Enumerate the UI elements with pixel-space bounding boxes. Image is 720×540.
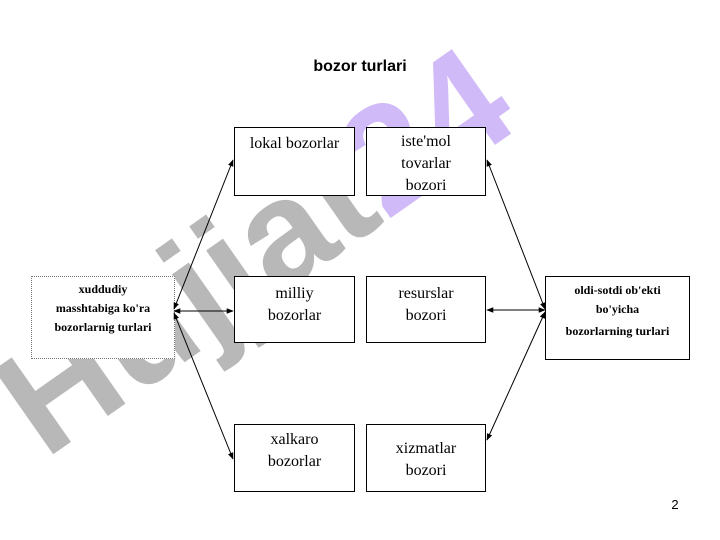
- category-line: oldi-sotdi ob'ekti: [574, 283, 661, 297]
- arrow-right-to-services: [486, 311, 546, 441]
- box-consumer-goods-market: iste'mol tovarlar bozori: [366, 127, 486, 196]
- page-number: 2: [671, 497, 679, 512]
- box-line: xalkaro: [270, 431, 319, 448]
- box-line: bozorlar: [267, 307, 322, 324]
- box-international-markets: xalkaro bozorlar: [234, 424, 355, 492]
- box-local-markets: lokal bozorlar: [234, 127, 355, 196]
- page-title: bozor turlari: [313, 58, 407, 75]
- box-national-markets: milliy bozorlar: [234, 276, 355, 343]
- box-services-market: xizmatlar bozori: [366, 424, 486, 492]
- category-line: bozorlarnig turlari: [54, 320, 152, 334]
- box-line: xizmatlar: [395, 440, 457, 457]
- category-line: xuddudiy: [78, 282, 128, 296]
- category-line: bozorlarning turlari: [565, 324, 670, 338]
- box-line: bozori: [405, 177, 447, 194]
- box-line: bozori: [405, 462, 447, 479]
- category-line: bo'yicha: [595, 302, 640, 316]
- category-line: masshtabiga ko'ra: [55, 301, 151, 315]
- box-line: bozori: [405, 307, 447, 324]
- arrow-left-to-international: [173, 312, 234, 460]
- box-line: resurslar: [398, 285, 454, 302]
- box-line: milliy: [275, 285, 314, 302]
- category-box-object: oldi-sotdi ob'ekti bo'yicha bozorlarning…: [545, 276, 690, 360]
- box-resource-market: resurslar bozori: [366, 276, 486, 343]
- arrow-right-to-consumer: [486, 159, 546, 310]
- box-line: lokal bozorlar: [249, 135, 340, 152]
- arrow-left-to-local: [173, 159, 234, 310]
- box-line: bozorlar: [267, 453, 322, 470]
- box-line: iste'mol: [401, 133, 451, 150]
- box-line: tovarlar: [401, 155, 451, 172]
